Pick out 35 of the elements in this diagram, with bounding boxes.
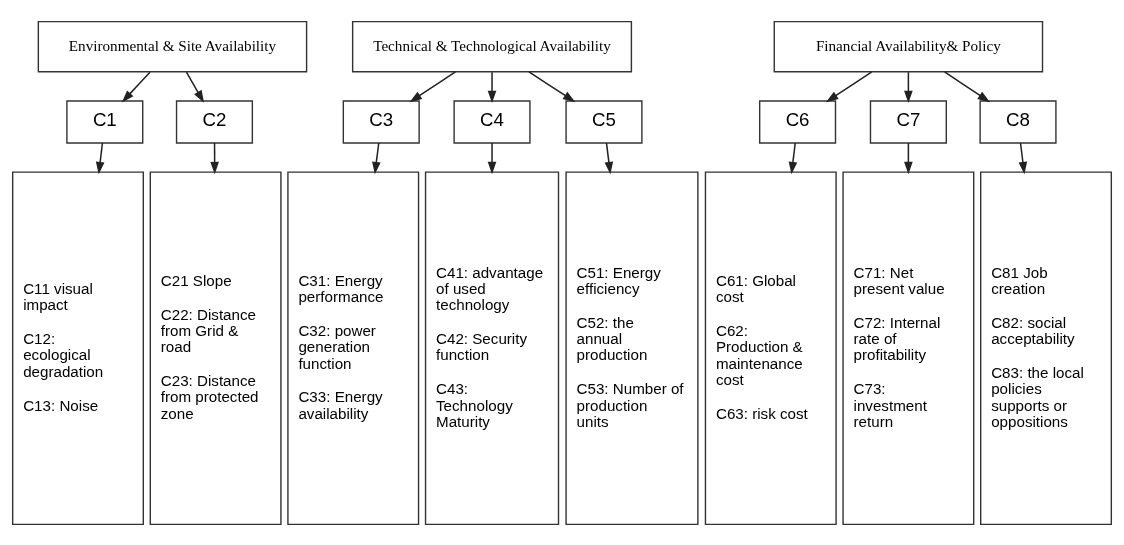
node-box: Environmental & Site Availability bbox=[37, 20, 308, 72]
arrow bbox=[904, 141, 913, 174]
node-box: C3 bbox=[342, 99, 420, 144]
arrow bbox=[409, 70, 457, 102]
arrow bbox=[943, 70, 990, 102]
node-box: C41: advantage of used technology C42: Security function C43: Technology Maturity bbox=[424, 170, 560, 525]
arrow bbox=[121, 70, 151, 102]
node-box: C51: Energy efficiency C52: the annual production C53: Number of production units bbox=[565, 170, 699, 525]
node-box: C11 visual impact C12: ecological degradation C13: Noise bbox=[12, 170, 144, 525]
node-box: C71: Net present value C72: Internal rate of profitability C73: investment return bbox=[842, 170, 975, 525]
arrow bbox=[487, 141, 497, 174]
arrow bbox=[95, 141, 105, 174]
node-box: C4 bbox=[453, 99, 531, 144]
node-box: Technical & Technological Availability bbox=[351, 20, 633, 72]
arrow bbox=[487, 70, 497, 103]
node-box: C7 bbox=[869, 99, 947, 144]
arrow bbox=[372, 141, 381, 174]
arrow bbox=[825, 70, 873, 102]
node-box: C81 Job creation C82: social acceptability C83: the local policies supports or oppositions bbox=[980, 170, 1112, 525]
node-box: C1 bbox=[66, 99, 144, 144]
node-box: C6 bbox=[759, 99, 837, 144]
node-box: C61: Global cost C62: Production & maintenance cost C63: risk cost bbox=[704, 170, 837, 525]
arrow bbox=[788, 141, 798, 174]
node-box: C2 bbox=[175, 99, 254, 144]
arrow bbox=[604, 141, 614, 174]
arrow bbox=[528, 70, 576, 102]
arrow bbox=[185, 70, 205, 103]
node-box: C8 bbox=[979, 99, 1057, 144]
node-box: C31: Energy performance C32: power generation function C33: Energy availability bbox=[287, 170, 420, 525]
arrow bbox=[904, 70, 913, 103]
arrow bbox=[1018, 141, 1028, 174]
node-box: C21 Slope C22: Distance from Grid & road C23: Distance from protected zone bbox=[149, 170, 282, 525]
node-box: Financial Availability& Policy bbox=[773, 20, 1044, 72]
node-box: C5 bbox=[565, 99, 643, 144]
arrow bbox=[210, 141, 219, 174]
